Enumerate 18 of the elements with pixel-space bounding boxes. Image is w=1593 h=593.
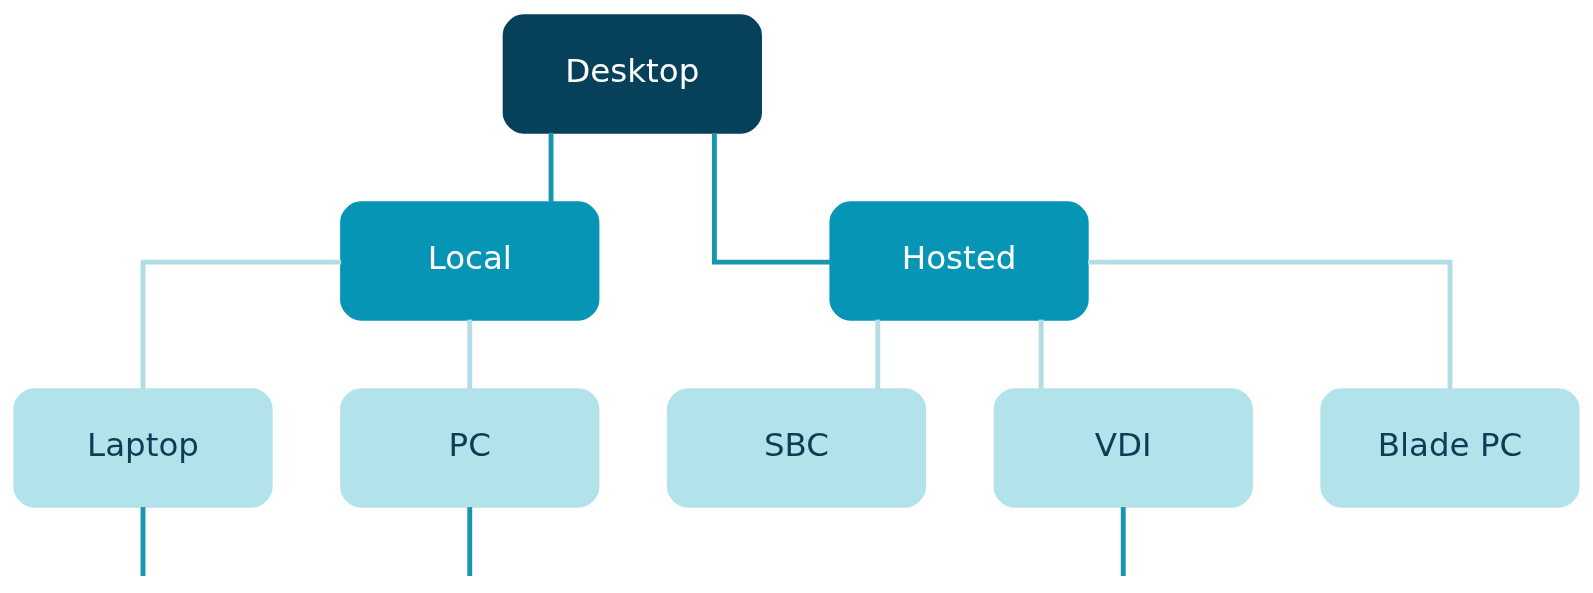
connector [140,507,146,576]
connector [140,259,342,390]
connector [1038,319,1044,389]
node-box: Desktop [502,14,762,134]
node-box: PC [340,388,600,508]
node-box: SBC [666,388,927,508]
node-box: Blade PC [1320,388,1580,508]
connector [875,319,881,389]
connector [467,507,473,576]
connector [711,133,831,265]
connector [548,132,554,202]
node-box: Hosted [829,201,1089,321]
node-box: Laptop [13,388,273,508]
connector [1088,259,1453,390]
node-box: VDI [993,388,1253,508]
node-box: Local [340,201,600,321]
connector [1120,507,1126,576]
connector [467,319,473,389]
